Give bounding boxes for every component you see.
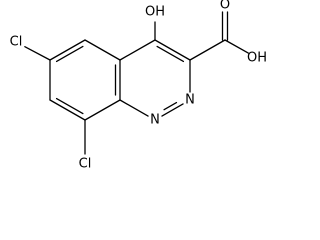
bond-c4-c5 <box>49 99 86 121</box>
bond-c7-c8 <box>154 39 191 61</box>
bond-n2-c6 <box>119 99 149 117</box>
bond-layer <box>24 11 249 155</box>
bond-c3-cl6 <box>24 46 51 61</box>
bond-c2-c3 <box>49 39 86 61</box>
bond-c4-c5-inner <box>55 97 84 115</box>
bond-c7-c8-inner <box>156 45 185 63</box>
atom-label-o2: OH <box>247 51 267 66</box>
bond-c1-c2 <box>84 39 121 61</box>
bond-c1-c7 <box>119 39 156 61</box>
bond-c5-c6 <box>84 99 121 121</box>
atom-label-n1: N <box>185 93 195 108</box>
atom-label-cl6: Cl <box>10 35 23 50</box>
atom-label-cl8: Cl <box>79 157 92 172</box>
bond-n1-n2-inner <box>163 101 178 111</box>
bond-c2-c3-inner <box>55 45 84 63</box>
atom-label-o1: O <box>220 0 230 13</box>
atom-label-n2: N <box>150 113 160 128</box>
atom-label-oh: OH <box>145 5 165 20</box>
bond-n1-n2 <box>161 103 184 117</box>
bond-c8-c9 <box>189 39 226 61</box>
bond-c9-o2 <box>224 39 249 54</box>
